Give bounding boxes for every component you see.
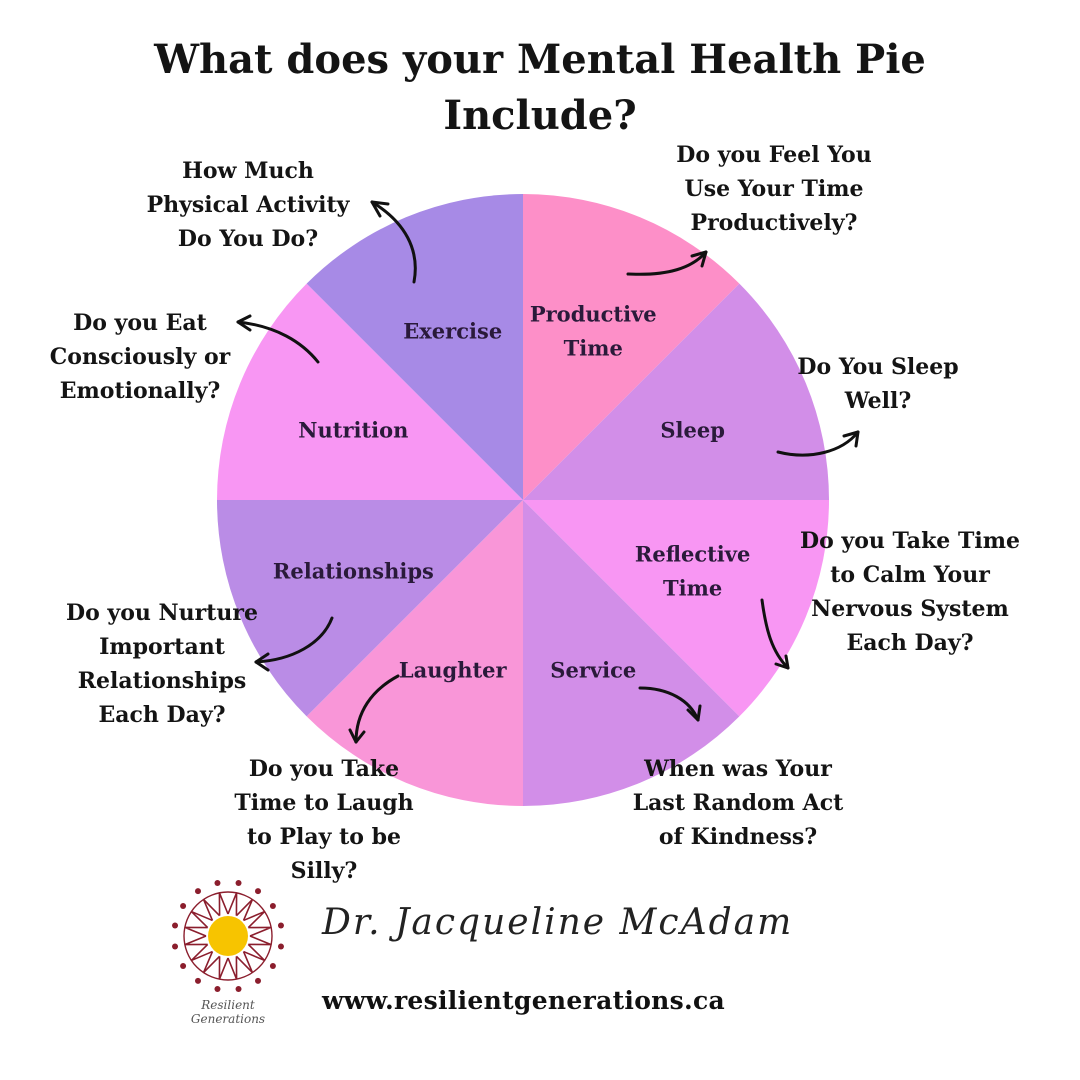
arrows [236, 200, 860, 744]
question-line: Relationships [77, 668, 247, 694]
slice-label-service: Service [550, 658, 636, 683]
question-nutrition: Do you Eat Consciously or Emotionally? [50, 306, 230, 408]
question-line: Do you Take Time [800, 528, 1020, 554]
question-line: How Much [182, 158, 314, 184]
question-laughter: Do you Take Time to Laugh to Play to be … [234, 752, 413, 888]
question-line: Do you Nurture [66, 600, 258, 626]
question-line: to Calm Your [830, 562, 990, 588]
question-line: Consciously or [49, 344, 231, 370]
curved-arrow-icon [776, 430, 860, 457]
pie-slice-relationships [217, 500, 523, 717]
curved-arrow-icon [638, 686, 702, 722]
question-sleep: Do You Sleep Well? [797, 350, 958, 418]
website-url: www.resilientgenerations.ca [322, 986, 726, 1015]
question-line: Emotionally? [59, 378, 221, 404]
curved-arrow-icon [236, 314, 320, 364]
page-title: What does your Mental Health Pie Include… [0, 32, 1080, 144]
question-line: When was Your [644, 756, 832, 782]
question-line: Each Day? [98, 702, 226, 728]
pie-slice-service [523, 500, 740, 806]
pie-slices [217, 194, 829, 806]
slice-label-exercise: Exercise [403, 318, 502, 343]
slice-label-relationships: Relationships [273, 558, 434, 583]
slice-label-laughter: Laughter [399, 658, 508, 683]
brand-name: Resilient Generations [190, 998, 266, 1026]
question-line: Important [99, 634, 225, 660]
slice-label-sleep: Sleep [660, 418, 725, 443]
question-line: Nervous System [811, 596, 1009, 622]
slice-label-nutrition: Nutrition [298, 418, 408, 443]
question-line: Do you Feel You [676, 142, 872, 168]
pie-slice-productive-time [523, 194, 740, 500]
question-line: Last Random Act [632, 790, 844, 816]
pie-slice-reflective-time [523, 500, 829, 717]
question-reflective: Do you Take Time to Calm Your Nervous Sy… [800, 524, 1020, 660]
sun-mandala-logo-icon [172, 880, 284, 992]
question-line: Silly? [290, 858, 358, 884]
pie-slice-sleep [523, 283, 829, 500]
pie-slice-laughter [306, 500, 523, 806]
question-service: When was Your Last Random Act of Kindnes… [633, 752, 844, 854]
question-line: Use Your Time [684, 176, 864, 202]
question-line: Do You Sleep [797, 354, 959, 380]
question-line: Do you Take [248, 756, 400, 782]
curved-arrow-icon [370, 200, 417, 284]
question-line: Physical Activity [146, 192, 350, 218]
title-line-2: Include? [443, 92, 637, 139]
question-line: Each Day? [846, 630, 974, 656]
question-relationships: Do you Nurture Important Relationships E… [66, 596, 258, 732]
question-line: to Play to be [247, 824, 401, 850]
question-line: Productively? [690, 210, 858, 236]
question-line: Do you Eat [73, 310, 207, 336]
signature: Dr. Jacqueline McAdam [322, 902, 794, 943]
curved-arrow-icon [626, 250, 708, 276]
question-line: Well? [844, 388, 912, 414]
question-line: Do You Do? [177, 226, 319, 252]
question-productive: Do you Feel You Use Your Time Productive… [676, 138, 871, 240]
question-line: Time to Laugh [234, 790, 414, 816]
title-line-1: What does your Mental Health Pie [154, 36, 926, 83]
curved-arrow-icon [348, 674, 400, 744]
curved-arrow-icon [760, 598, 790, 670]
question-exercise: How Much Physical Activity Do You Do? [147, 154, 350, 256]
question-line: of Kindness? [658, 824, 818, 850]
curved-arrow-icon [254, 616, 334, 672]
pie-slice-exercise [306, 194, 523, 500]
pie-slice-nutrition [217, 283, 523, 500]
